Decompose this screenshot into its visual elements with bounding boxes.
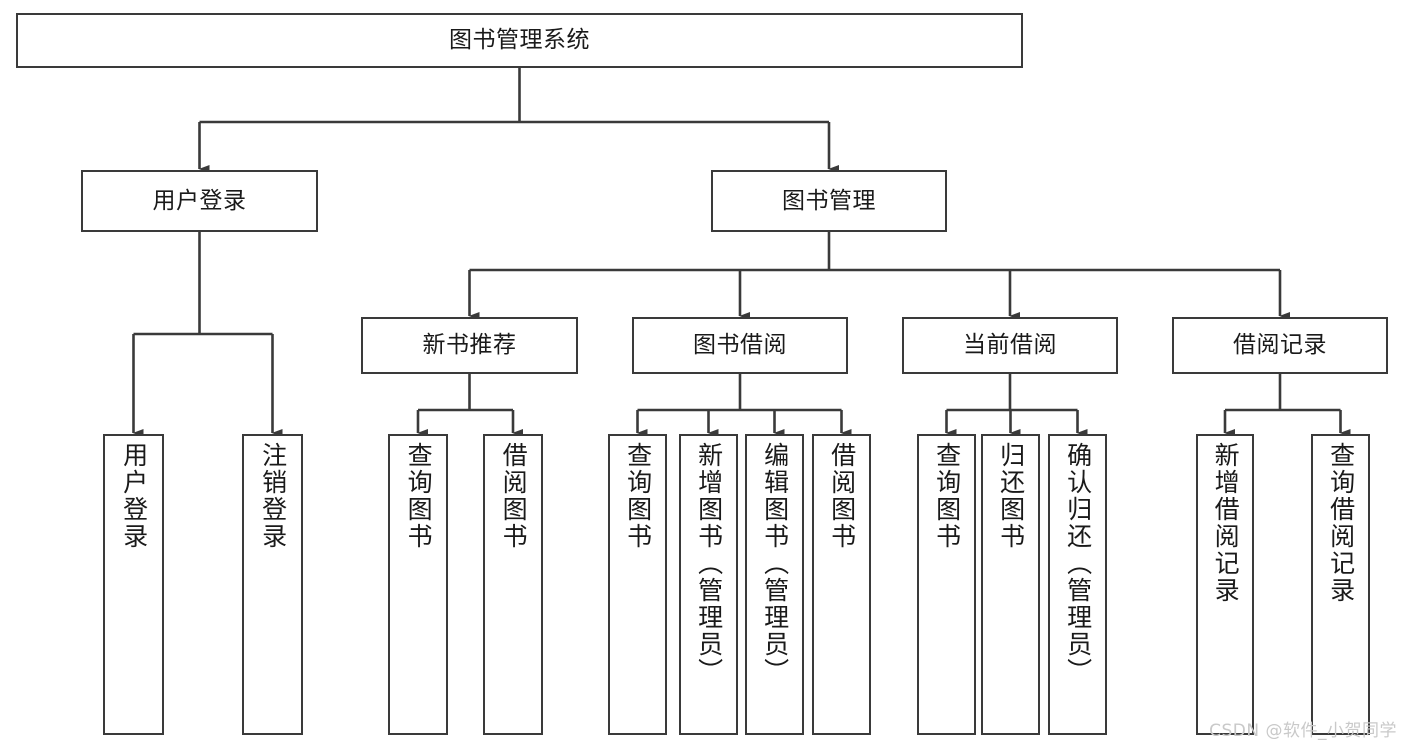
node-leaf-borrow-book[interactable]: 借阅图书 <box>812 434 871 735</box>
node-label: 查询图书 <box>932 442 962 550</box>
node-label: 新书推荐 <box>422 332 517 359</box>
node-new-book-recommend[interactable]: 新书推荐 <box>361 317 578 374</box>
node-root[interactable]: 图书管理系统 <box>16 13 1023 68</box>
node-leaf-query-book-borrow[interactable]: 查询图书 <box>608 434 667 735</box>
node-leaf-query-record[interactable]: 查询借阅记录 <box>1311 434 1370 735</box>
node-label: 编辑图书（管理员） <box>760 442 790 685</box>
node-leaf-add-record[interactable]: 新增借阅记录 <box>1196 434 1254 735</box>
node-leaf-query-book-cur[interactable]: 查询图书 <box>917 434 976 735</box>
node-label: 借阅图书 <box>499 442 529 550</box>
node-leaf-add-book[interactable]: 新增图书（管理员） <box>679 434 738 735</box>
node-borrow-record[interactable]: 借阅记录 <box>1172 317 1388 374</box>
node-current-borrow[interactable]: 当前借阅 <box>902 317 1118 374</box>
node-label: 用户登录 <box>119 442 149 550</box>
node-label: 新增图书（管理员） <box>694 442 724 685</box>
node-leaf-edit-book[interactable]: 编辑图书（管理员） <box>745 434 804 735</box>
node-label: 图书借阅 <box>693 332 787 359</box>
node-leaf-confirm-return[interactable]: 确认归还（管理员） <box>1048 434 1107 735</box>
node-label: 查询图书 <box>404 442 434 550</box>
node-label: 用户登录 <box>152 187 247 214</box>
node-label: 确认归还（管理员） <box>1063 442 1093 685</box>
node-label: 图书管理系统 <box>449 27 590 54</box>
node-label: 借阅记录 <box>1233 332 1327 359</box>
node-label: 查询借阅记录 <box>1326 442 1356 604</box>
node-label: 注销登录 <box>258 442 288 550</box>
node-book-manage[interactable]: 图书管理 <box>711 170 947 232</box>
node-user-login[interactable]: 用户登录 <box>81 170 318 232</box>
node-label: 查询图书 <box>623 442 653 550</box>
node-label: 借阅图书 <box>827 442 857 550</box>
connector-lines <box>132 68 1351 438</box>
node-label: 新增借阅记录 <box>1211 442 1241 604</box>
node-label: 图书管理 <box>782 187 876 214</box>
node-book-borrow[interactable]: 图书借阅 <box>632 317 848 374</box>
node-leaf-return-book[interactable]: 归还图书 <box>981 434 1040 735</box>
node-leaf-user-logout[interactable]: 注销登录 <box>242 434 303 735</box>
node-leaf-user-login[interactable]: 用户登录 <box>103 434 164 735</box>
node-leaf-query-book-rec[interactable]: 查询图书 <box>388 434 448 735</box>
node-label: 归还图书 <box>996 442 1026 550</box>
node-label: 当前借阅 <box>963 332 1057 359</box>
node-leaf-borrow-book-rec[interactable]: 借阅图书 <box>483 434 543 735</box>
